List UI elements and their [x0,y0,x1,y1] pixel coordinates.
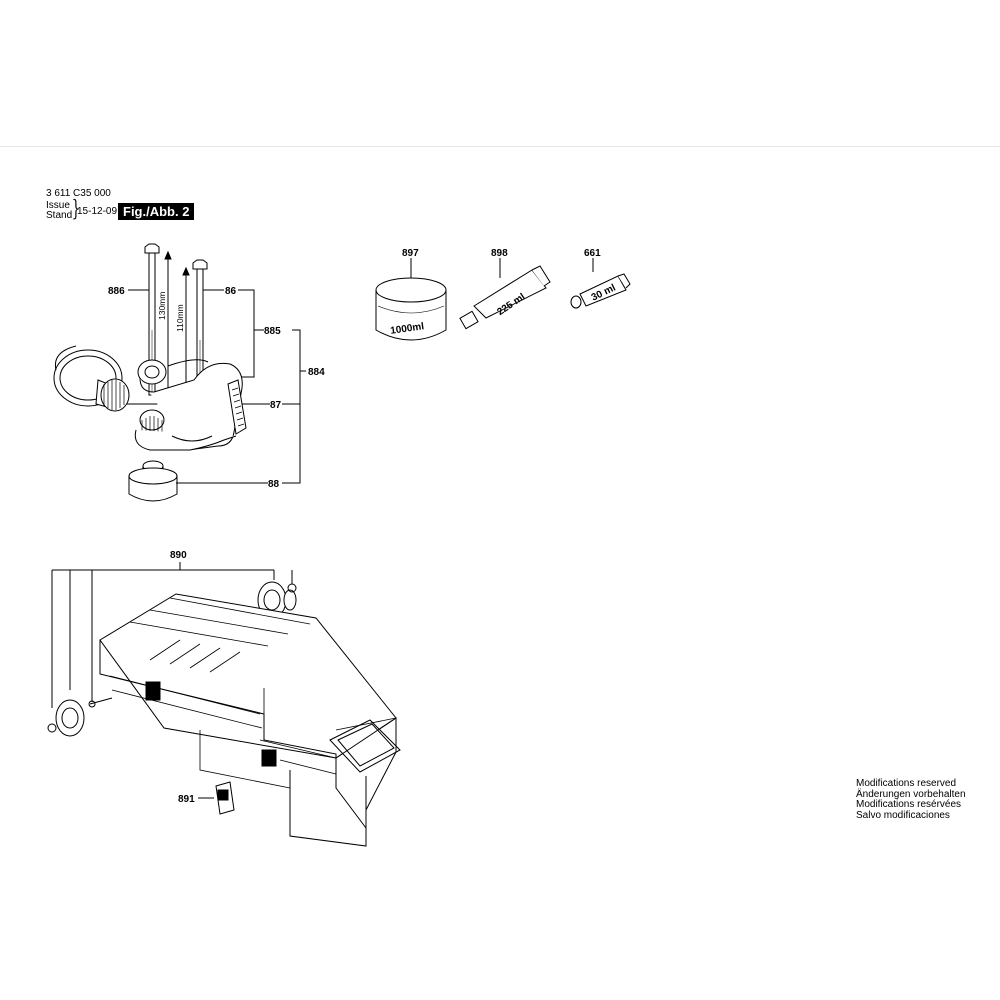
brace-glyph: } [71,197,81,222]
jar-label: 1000ml [390,321,425,337]
callout-897: 897 [402,248,419,259]
carrying-case-drawing [99,593,401,847]
latch-insert-drawing [215,781,235,815]
dimension-130-label: 130mm [157,292,167,320]
issue-stand-labels: Issue Stand [46,201,72,221]
clamp-band-drawing [53,345,130,412]
case-wheel-left-drawing [47,697,113,737]
grease-tube-small-drawing [570,273,631,309]
modifications-line-de: Änderungen vorbehalten [856,788,966,800]
cap-88-drawing [128,460,178,502]
handle-upper-drawing [137,359,247,451]
callout-87: 87 [270,400,282,411]
issue-label: Issue [46,200,70,211]
issue-date: 15-12-09 [77,206,118,217]
callout-88: 88 [268,479,280,490]
callout-891: 891 [178,794,195,805]
page-top-divider [0,146,1000,147]
callout-884: 884 [308,367,325,378]
bracket-890 [51,562,293,708]
dimension-110-label: 110mm [175,304,185,332]
modifications-line-fr: Modifications resérvées [856,799,962,810]
figure-label: Fig./Abb. 2 [118,203,195,220]
callout-661: 661 [584,248,601,259]
modifications-notice: Modifications reserved Änderungen vorbeh… [856,778,966,821]
bracket-885 [238,289,255,378]
callout-898: 898 [491,248,508,259]
grease-tube-large-drawing [459,265,551,330]
grease-jar-drawing [375,277,447,341]
document-number: 3 611 C35 000 [46,188,111,199]
callout-886: 886 [108,286,125,297]
callout-86: 86 [225,286,237,297]
stand-label: Stand [46,210,73,221]
callout-885: 885 [264,326,281,337]
callout-890: 890 [170,550,187,561]
modifications-line-en: Modifications reserved [856,778,957,789]
bracket-884 [282,329,301,484]
handle-lower-drawing [134,409,237,451]
modifications-line-es: Salvo modificaciones [856,809,950,821]
